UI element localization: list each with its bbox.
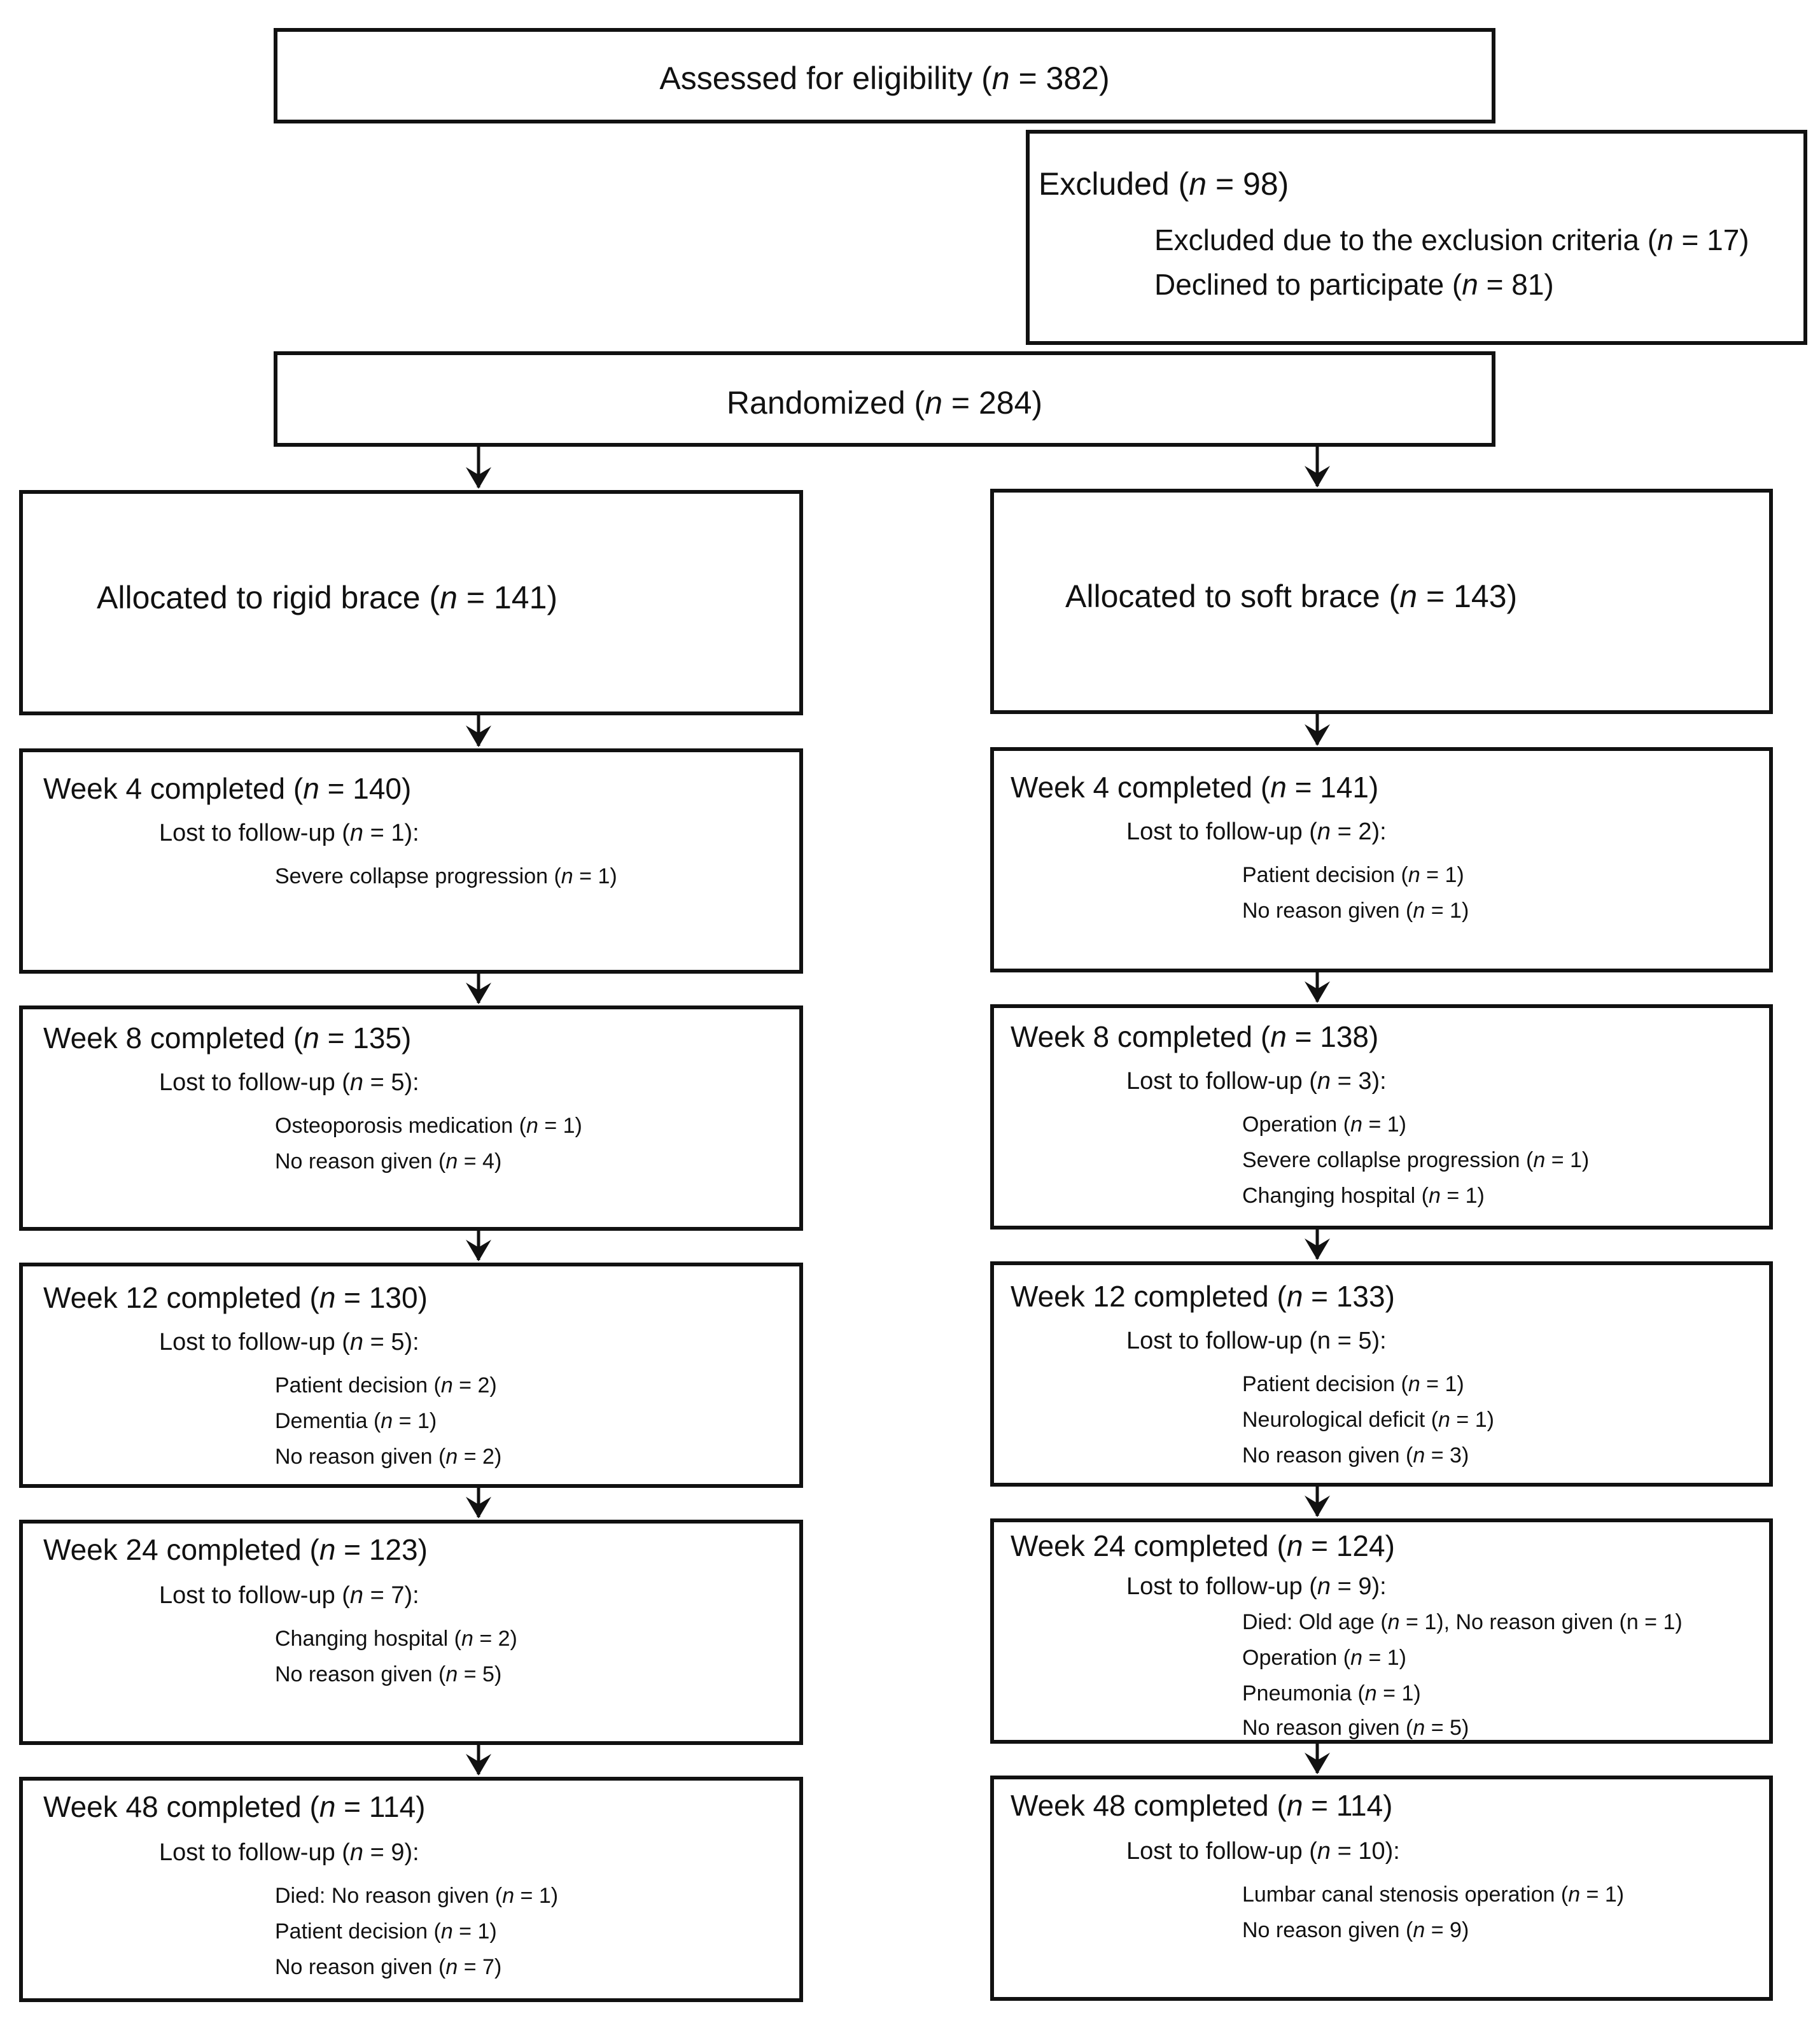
excluded-title: Excluded (n = 98) xyxy=(1039,166,1289,202)
rigid-week24-reason: Changing hospital (n = 2) xyxy=(275,1627,517,1651)
soft-week12-box: Week 12 completed (n = 133) Lost to foll… xyxy=(990,1261,1773,1487)
arrow-rigid-week24-to-week48-head xyxy=(466,1754,491,1776)
arrow-rigid-week4-to-week8-head xyxy=(466,983,491,1004)
soft-week12-reason: Patient decision (n = 1) xyxy=(1242,1372,1464,1396)
arrow-rigid-week12-to-week24-head xyxy=(466,1497,491,1518)
rigid-week8-head: Week 8 completed (n = 135) xyxy=(43,1021,412,1055)
arrow-randomized-to-soft-head xyxy=(1305,466,1330,487)
soft-week12-reason: No reason given (n = 3) xyxy=(1242,1443,1469,1468)
randomized-box: Randomized (n = 284) xyxy=(274,351,1495,447)
soft-week4-lost: Lost to follow-up (n = 2): xyxy=(1126,818,1387,845)
soft-week8-head: Week 8 completed (n = 138) xyxy=(1011,1020,1379,1053)
rigid-week8-lost: Lost to follow-up (n = 5): xyxy=(159,1069,419,1096)
soft-week12-lost: Lost to follow-up (n = 5): xyxy=(1126,1328,1387,1354)
rigid-week12-reason: Dementia (n = 1) xyxy=(275,1409,437,1433)
rigid-week48-head: Week 48 completed (n = 114) xyxy=(43,1790,426,1823)
rigid-week48-lost: Lost to follow-up (n = 9): xyxy=(159,1839,419,1866)
assessed-label: Assessed for eligibility (n = 382) xyxy=(659,60,1110,96)
soft-week48-lost: Lost to follow-up (n = 10): xyxy=(1126,1838,1400,1865)
soft-week8-reason: Severe collaplse progression (n = 1) xyxy=(1242,1148,1590,1172)
arrow-soft-week8-to-week12-head xyxy=(1305,1238,1330,1260)
rigid-week24-reason: No reason given (n = 5) xyxy=(275,1662,502,1686)
rigid-week8-reason: No reason given (n = 4) xyxy=(275,1149,502,1174)
rigid-week12-head: Week 12 completed (n = 130) xyxy=(43,1281,428,1314)
soft-week4-head: Week 4 completed (n = 141) xyxy=(1011,771,1379,804)
rigid-week8-box: Week 8 completed (n = 135) Lost to follo… xyxy=(19,1005,803,1231)
soft-week24-reason: Operation (n = 1) xyxy=(1242,1646,1406,1670)
allocation-soft-label: Allocated to soft brace (n = 143) xyxy=(1065,578,1518,614)
arrow-soft-week24-to-week48-head xyxy=(1305,1753,1330,1774)
rigid-week4-box: Week 4 completed (n = 140) Lost to follo… xyxy=(19,748,803,974)
randomized-label: Randomized (n = 284) xyxy=(726,385,1043,421)
soft-week4-box: Week 4 completed (n = 141) Lost to follo… xyxy=(990,747,1773,972)
arrow-soft-to-week4-head xyxy=(1305,724,1330,746)
rigid-week24-lost: Lost to follow-up (n = 7): xyxy=(159,1582,419,1609)
rigid-week12-reason: Patient decision (n = 2) xyxy=(275,1373,497,1398)
soft-week48-box: Week 48 completed (n = 114) Lost to foll… xyxy=(990,1776,1773,2001)
excluded-criteria-item: Excluded due to the exclusion criteria (… xyxy=(1154,223,1749,256)
soft-week12-head: Week 12 completed (n = 133) xyxy=(1011,1280,1395,1313)
allocation-rigid-label: Allocated to rigid brace (n = 141) xyxy=(97,580,558,615)
rigid-week48-reason: No reason given (n = 7) xyxy=(275,1955,502,1979)
rigid-week24-head: Week 24 completed (n = 123) xyxy=(43,1533,428,1566)
arrow-rigid-to-week4-head xyxy=(466,725,491,747)
soft-week8-lost: Lost to follow-up (n = 3): xyxy=(1126,1068,1387,1095)
arrow-randomized-to-rigid-head xyxy=(466,467,491,489)
soft-week24-reason: Pneumonia (n = 1) xyxy=(1242,1681,1421,1706)
rigid-week8-reason: Osteoporosis medication (n = 1) xyxy=(275,1114,582,1138)
soft-week24-lost: Lost to follow-up (n = 9): xyxy=(1126,1573,1387,1600)
rigid-week4-reason: Severe collapse progression (n = 1) xyxy=(275,864,617,888)
soft-week48-reason: Lumbar canal stenosis operation (n = 1) xyxy=(1242,1882,1625,1907)
declined-item: Declined to participate (n = 81) xyxy=(1154,268,1554,301)
soft-week48-head: Week 48 completed (n = 114) xyxy=(1011,1789,1393,1822)
arrow-rigid-week8-to-week12-head xyxy=(466,1240,491,1261)
soft-week24-box: Week 24 completed (n = 124) Lost to foll… xyxy=(990,1518,1773,1744)
allocation-rigid-box: Allocated to rigid brace (n = 141) xyxy=(19,490,803,715)
soft-week8-reason: Changing hospital (n = 1) xyxy=(1242,1184,1485,1208)
soft-week24-reason: No reason given (n = 5) xyxy=(1242,1716,1469,1740)
excluded-box: Excluded (n = 98) Excluded due to the ex… xyxy=(1026,130,1807,345)
rigid-week4-head: Week 4 completed (n = 140) xyxy=(43,772,412,805)
rigid-week12-lost: Lost to follow-up (n = 5): xyxy=(159,1329,419,1356)
rigid-week48-reason: Patient decision (n = 1) xyxy=(275,1919,497,1944)
allocation-soft-box: Allocated to soft brace (n = 143) xyxy=(990,489,1773,714)
rigid-week48-reason: Died: No reason given (n = 1) xyxy=(275,1884,559,1908)
soft-week8-box: Week 8 completed (n = 138) Lost to follo… xyxy=(990,1004,1773,1230)
rigid-week12-box: Week 12 completed (n = 130) Lost to foll… xyxy=(19,1263,803,1488)
soft-week24-head: Week 24 completed (n = 124) xyxy=(1011,1529,1395,1562)
soft-week48-reason: No reason given (n = 9) xyxy=(1242,1918,1469,1942)
soft-week4-reason: No reason given (n = 1) xyxy=(1242,899,1469,923)
arrow-soft-week4-to-week8-head xyxy=(1305,981,1330,1003)
rigid-week12-reason: No reason given (n = 2) xyxy=(275,1445,502,1469)
arrow-soft-week12-to-week24-head xyxy=(1305,1496,1330,1517)
soft-week12-reason: Neurological deficit (n = 1) xyxy=(1242,1408,1494,1432)
soft-week24-reason: Died: Old age (n = 1), No reason given (… xyxy=(1242,1610,1683,1634)
rigid-week48-box: Week 48 completed (n = 114) Lost to foll… xyxy=(19,1777,803,2002)
assessed-box: Assessed for eligibility (n = 382) xyxy=(274,28,1495,123)
rigid-week24-box: Week 24 completed (n = 123) Lost to foll… xyxy=(19,1520,803,1745)
rigid-week4-lost: Lost to follow-up (n = 1): xyxy=(159,820,419,846)
soft-week4-reason: Patient decision (n = 1) xyxy=(1242,863,1464,887)
soft-week8-reason: Operation (n = 1) xyxy=(1242,1112,1406,1137)
